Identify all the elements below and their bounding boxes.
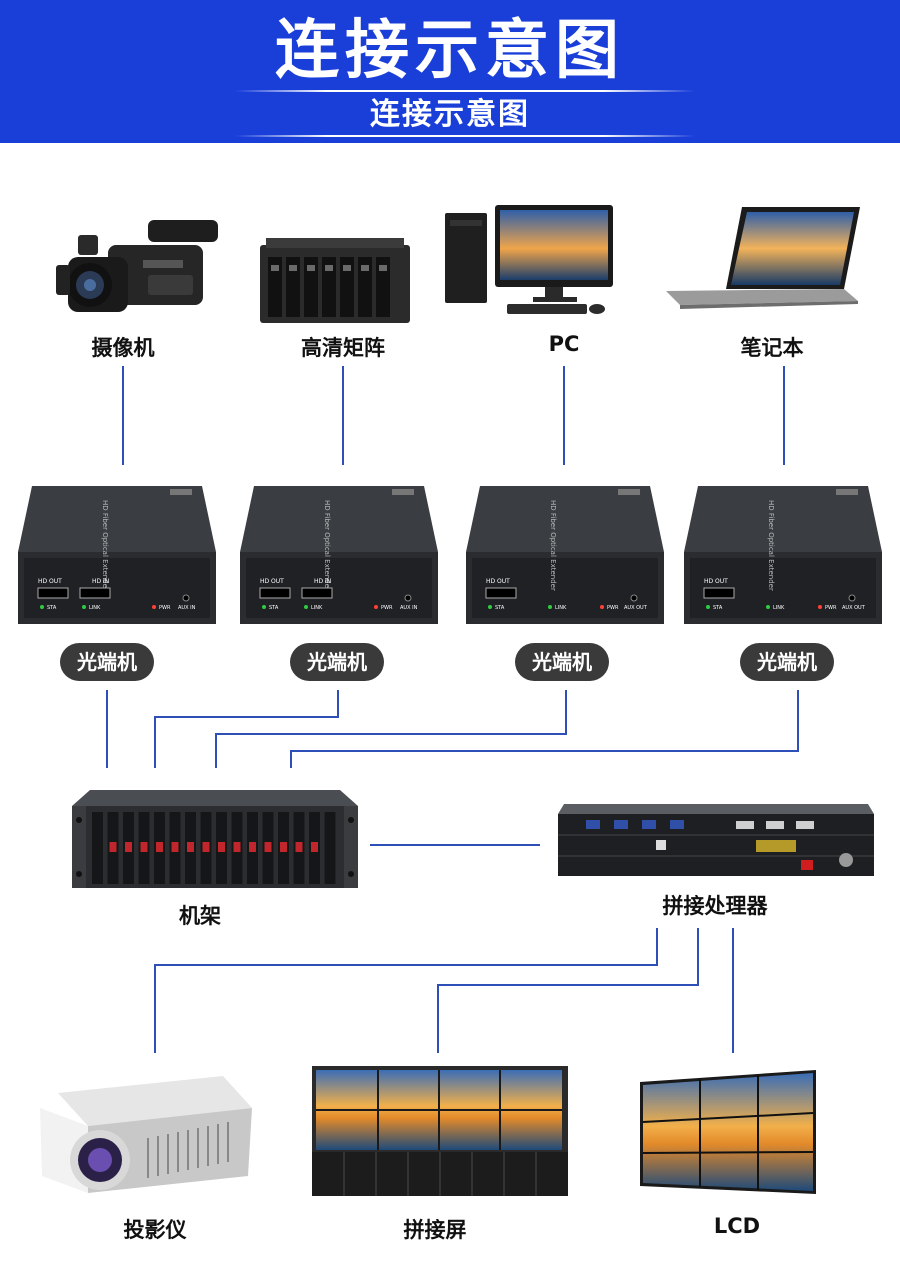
svg-text:AUX IN: AUX IN <box>400 605 418 611</box>
rack-chassis-icon <box>72 790 358 888</box>
svg-text:HD OUT: HD OUT <box>486 578 510 585</box>
header-banner: 连接示意图 连接示意图 <box>0 0 900 143</box>
svg-text:STA: STA <box>713 605 723 611</box>
svg-text:AUX IN: AUX IN <box>178 605 196 611</box>
rack-card-indicator <box>125 842 132 852</box>
rack-card-indicator <box>233 842 241 852</box>
source-label-hd-matrix: 高清矩阵 <box>301 336 385 360</box>
svg-text:HD OUT: HD OUT <box>260 578 284 585</box>
extender-label-4: 光端机 <box>740 643 834 681</box>
extender-label-2: 光端机 <box>290 643 384 681</box>
rack-label: 机架 <box>179 904 221 928</box>
extender-device-3: HD Fiber Optical Extender HD OUT STA LIN… <box>466 486 664 624</box>
svg-text:STA: STA <box>47 605 57 611</box>
svg-text:PWR: PWR <box>381 605 393 611</box>
processor-label: 拼接处理器 <box>662 894 768 918</box>
svg-text:LINK: LINK <box>773 605 785 611</box>
svg-text:PWR: PWR <box>607 605 619 611</box>
processor-icon <box>558 804 874 876</box>
svg-text:HD Fiber Optical Extender: HD Fiber Optical Extender <box>549 500 557 591</box>
source-label-pc: PC <box>548 332 580 356</box>
output-label-video-wall: 拼接屏 <box>403 1218 467 1242</box>
rack-card-slot <box>324 812 336 884</box>
extender-label-3: 光端机 <box>515 643 609 681</box>
header-divider-bottom <box>235 135 695 137</box>
rack-card-indicator <box>171 842 179 852</box>
source-label-camcorder: 摄像机 <box>91 336 155 360</box>
rack-card-indicator <box>202 842 210 852</box>
rack-card-indicator <box>140 842 148 852</box>
extender-device-4: HD Fiber Optical Extender HD OUT STA LIN… <box>684 486 882 624</box>
extender-label-1: 光端机 <box>60 643 154 681</box>
page-subtitle: 连接示意图 <box>370 97 530 132</box>
extender-side-text: HD Fiber Optical Extender <box>101 500 109 591</box>
rack-card-indicator <box>249 842 256 852</box>
video-wall-icon <box>312 1066 568 1196</box>
rack-card-indicator <box>311 842 318 852</box>
extender-device-1: HD Fiber Optical Extender HD OUT HD IN S… <box>18 486 216 624</box>
rack-card-indicator <box>264 842 272 852</box>
svg-text:HD Fiber Optical Extender: HD Fiber Optical Extender <box>323 500 331 591</box>
svg-text:STA: STA <box>269 605 279 611</box>
svg-text:HD Fiber Optical Extender: HD Fiber Optical Extender <box>767 500 775 591</box>
page-title: 连接示意图 <box>275 14 625 88</box>
svg-text:HD OUT: HD OUT <box>38 578 62 585</box>
output-label-projector: 投影仪 <box>123 1218 187 1242</box>
desktop-pc-icon <box>445 205 613 314</box>
svg-text:AUX OUT: AUX OUT <box>842 605 866 611</box>
rack-slots <box>92 812 336 884</box>
svg-text:PWR: PWR <box>825 605 837 611</box>
lcd-wall-icon <box>640 1070 816 1194</box>
svg-text:LINK: LINK <box>311 605 323 611</box>
extender-device-2: HD Fiber Optical Extender HD OUT HD IN S… <box>240 486 438 624</box>
svg-text:PWR: PWR <box>159 605 171 611</box>
hd-matrix-icon <box>260 238 410 323</box>
rack-card-indicator <box>295 842 303 852</box>
svg-text:AUX OUT: AUX OUT <box>624 605 648 611</box>
output-label-lcd: LCD <box>713 1214 761 1238</box>
rack-card-indicator <box>109 842 117 852</box>
svg-text:LINK: LINK <box>555 605 567 611</box>
svg-text:STA: STA <box>495 605 505 611</box>
svg-text:LINK: LINK <box>89 605 101 611</box>
rack-card-indicator <box>187 842 194 852</box>
laptop-icon <box>666 207 860 309</box>
rack-card-indicator <box>280 842 287 852</box>
camcorder-icon <box>56 220 218 312</box>
rack-card-indicator <box>218 842 225 852</box>
header-divider-top <box>235 90 695 92</box>
rack-card-slot <box>92 812 103 884</box>
svg-text:HD OUT: HD OUT <box>704 578 728 585</box>
projector-icon <box>40 1076 252 1193</box>
svg-text:HD IN: HD IN <box>314 578 331 585</box>
source-label-laptop: 笔记本 <box>740 336 804 360</box>
svg-text:HD IN: HD IN <box>92 578 109 585</box>
rack-card-indicator <box>156 842 163 852</box>
